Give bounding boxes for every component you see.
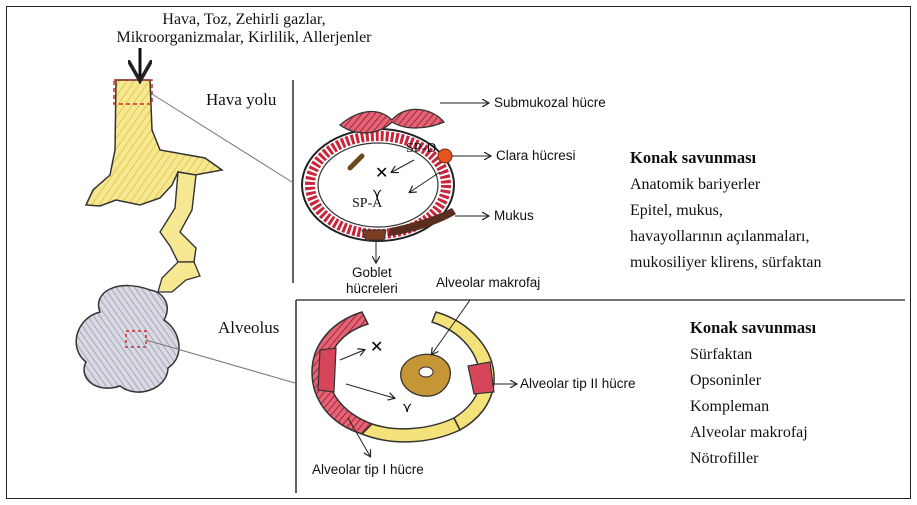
alveolus-defense-item: Nötrofiller [690,450,816,468]
macrophage-label: Alveolar makrofaj [436,275,540,291]
alveolar-wall-bottom [362,418,460,442]
alveolus-defense-item: Sürfaktan [690,346,816,364]
submukozal-label: Submukozal hücre [494,95,606,111]
alveolus-zone-label: Alveolus [218,318,279,338]
alveolus-cross-section: ✕ ⋎ [312,300,516,456]
alveolus-defense-title: Konak savunması [690,318,816,338]
airway-defense-item: mukosiliyer klirens, sürfaktan [630,254,822,272]
sp-d-label: SP-D [406,141,436,157]
sources-label-line2: Mikroorganizmalar, Kirlilik, Allerjenler [94,29,394,47]
sp-a-label: SP-A [352,196,382,212]
type2-cell [468,362,494,394]
airway-cross-section: ✕ ⋎ [302,103,490,262]
bronchiole [158,262,200,292]
wall-to-pathogen-arrow-2 [346,384,394,398]
alveolus-defense-item: Alveolar makrofaj [690,424,816,442]
airway-zone-label: Hava yolu [206,90,276,110]
sources-label-line1: Hava, Toz, Zehirli gazlar, [94,11,394,29]
goblet-label: Goblet hücreleri [346,265,398,296]
type1-cell [318,348,336,392]
alveolus-defense-item: Kompleman [690,398,816,416]
goblet-label-line1: Goblet [346,265,398,281]
mukus-label: Mukus [494,208,534,224]
airway-defense-panel: Konak savunması Anatomik bariyerler Epit… [630,148,822,280]
sources-label: Hava, Toz, Zehirli gazlar, Mikroorganizm… [94,11,394,47]
alveolar-pathogen-y: ⋎ [402,399,412,415]
airway-defense-item: Epitel, mukus, [630,202,822,220]
type2-label: Alveolar tip II hücre [520,376,636,392]
alveolus-defense-item: Opsoninler [690,372,816,390]
alveolus-defense-panel: Konak savunması Sürfaktan Opsoninler Kom… [690,318,816,476]
wall-to-pathogen-arrow [340,350,364,360]
goblet-cell [362,230,386,240]
clara-cell [438,149,452,163]
trachea [86,80,222,206]
clara-label: Clara hücresi [496,148,576,164]
airway-defense-item: Anatomik bariyerler [630,176,822,194]
airway-defense-title: Konak savunması [630,148,822,168]
type1-label: Alveolar tip I hücre [312,462,424,478]
pathogen-x: ✕ [375,165,388,182]
macrophage-nucleus [419,367,433,377]
alveolar-pathogen-x: ✕ [370,339,383,356]
alveolar-sac-illustration [76,286,179,393]
airway-defense-item: havayollarının açılanmaları, [630,228,822,246]
goblet-label-line2: hücreleri [346,281,398,297]
